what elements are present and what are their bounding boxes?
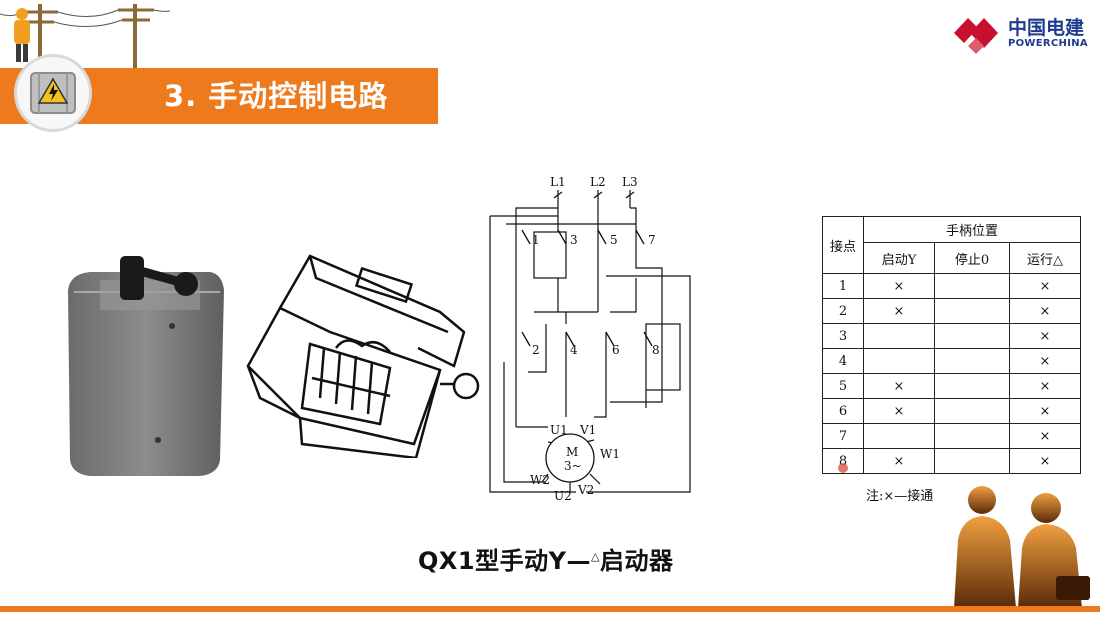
bottom-accent-line	[0, 606, 1100, 612]
table-row: 2××	[822, 298, 1081, 324]
logo-text-cn: 中国电建	[1008, 17, 1085, 39]
table-group-header: 手柄位置	[863, 216, 1081, 243]
terminal-label: U1	[550, 423, 568, 437]
contact-label: 8	[652, 343, 660, 357]
powerchina-logo-icon	[954, 18, 998, 54]
terminal-label: W2	[530, 473, 550, 487]
contact-label: 6	[612, 343, 620, 357]
caption-triangle: △	[590, 550, 600, 563]
contact-label: 1	[532, 233, 540, 247]
cell: ×	[863, 373, 935, 399]
starter-internal-drawing	[246, 254, 480, 458]
table-row: 4×	[822, 348, 1081, 374]
column-header: 运行△	[1009, 242, 1081, 274]
workers-silhouette	[954, 486, 1090, 608]
table-row: 3×	[822, 323, 1081, 349]
logo-text-en: POWERCHINA	[1008, 38, 1088, 49]
contact-cell: 2	[822, 298, 864, 324]
contact-table: 接点 手柄位置 启动Y 停止0 运行△ 1×× 2×× 3× 4× 5×× 6×…	[822, 216, 1081, 474]
table-row: 1××	[822, 273, 1081, 299]
cell: ×	[1009, 423, 1081, 449]
line-label: L1	[550, 175, 566, 189]
table-row: 5××	[822, 373, 1081, 399]
circuit-diagram: L1 L2 L3 1 3 5 7 2 4 6 8 U1 V1 W1 W2 U2 …	[489, 175, 691, 502]
column-header: 停止0	[934, 242, 1010, 274]
cell: ×	[1009, 298, 1081, 324]
slide-title: 3. 手动控制电路	[164, 79, 389, 113]
cell: ×	[1009, 398, 1081, 424]
lineman-figure	[14, 8, 30, 62]
cell	[863, 423, 935, 449]
table-row: 8××	[822, 448, 1081, 474]
cell: ×	[1009, 348, 1081, 374]
cell	[934, 398, 1010, 424]
contact-cell: 1	[822, 273, 864, 299]
line-label: L2	[590, 175, 606, 189]
cell	[934, 273, 1010, 299]
cell	[934, 448, 1010, 474]
contact-cell: 3	[822, 323, 864, 349]
cell	[863, 348, 935, 374]
table-note: 注:×—接通	[866, 489, 934, 504]
cell	[934, 323, 1010, 349]
terminal-label: V2	[577, 483, 594, 497]
high-voltage-warning-icon	[30, 72, 76, 114]
cell: ×	[863, 273, 935, 299]
cell	[934, 373, 1010, 399]
caption-tail: 启动器	[599, 547, 674, 575]
motor-sub-label: 3~	[564, 459, 582, 473]
contact-label: 3	[570, 233, 578, 247]
contact-cell: 5	[822, 373, 864, 399]
title-badge	[14, 54, 92, 132]
cell	[934, 298, 1010, 324]
terminal-label: W1	[600, 447, 620, 461]
cell: ×	[1009, 323, 1081, 349]
table-row: 7×	[822, 423, 1081, 449]
figure-caption: QX1型手动Y—△启动器	[418, 541, 673, 576]
motor-label: M	[566, 445, 578, 459]
contact-label: 7	[648, 233, 656, 247]
cell: ×	[863, 398, 935, 424]
cell: ×	[863, 298, 935, 324]
contact-cell: 6	[822, 398, 864, 424]
mouse-pointer-dot	[838, 463, 848, 473]
cell	[934, 348, 1010, 374]
line-label: L3	[622, 175, 638, 189]
contact-cell: 4	[822, 348, 864, 374]
cell: ×	[863, 448, 935, 474]
motor-symbol	[545, 433, 595, 483]
power-pole-decoration	[0, 4, 170, 68]
cell: ×	[1009, 273, 1081, 299]
terminal-label: U2	[554, 489, 572, 502]
contact-cell: 7	[822, 423, 864, 449]
column-header: 启动Y	[863, 242, 935, 274]
cell: ×	[1009, 448, 1081, 474]
cell: ×	[1009, 373, 1081, 399]
table-row: 6××	[822, 398, 1081, 424]
caption-main: QX1型手动Y—	[418, 547, 591, 575]
terminal-label: V1	[579, 423, 596, 437]
cell	[863, 323, 935, 349]
contact-label: 5	[610, 233, 618, 247]
cell	[934, 423, 1010, 449]
contact-label: 4	[570, 343, 578, 357]
table-corner-header: 接点	[822, 216, 864, 274]
starter-device-photo	[68, 256, 224, 476]
contact-label: 2	[532, 343, 540, 357]
